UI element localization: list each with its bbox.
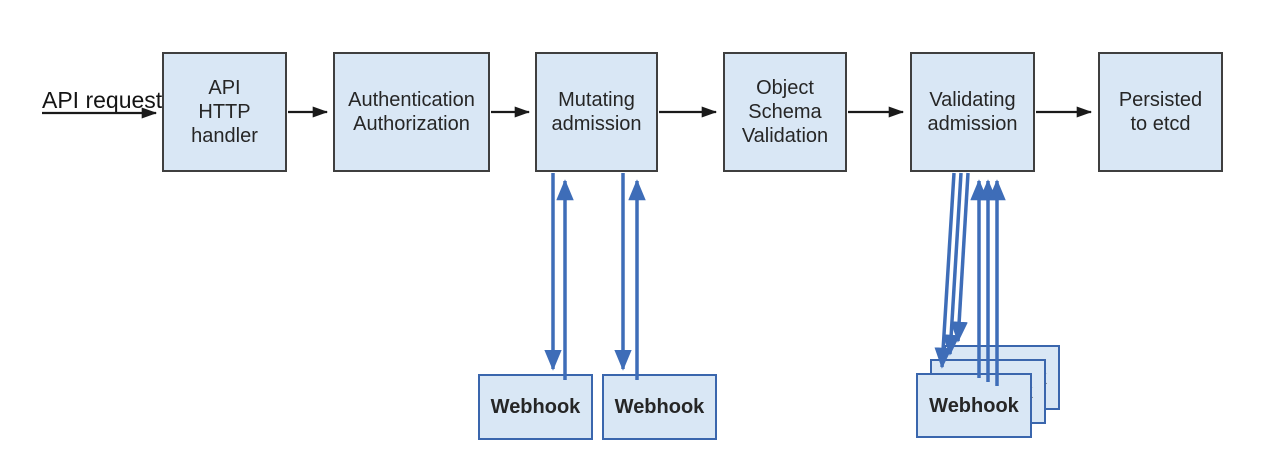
node-label: Validating admission [927,89,1018,135]
validating-webhook3-call-arrow [950,172,970,343]
api-request-label: API request [42,87,163,113]
node-object-schema-validation: Object Schema Validation [723,52,847,172]
node-label: Webhook [490,396,581,418]
node-label: Object Schema Validation [741,77,829,147]
node-label: Persisted to etcd [1118,89,1203,135]
node-label: Webhook [614,396,705,418]
node-mutating-admission: Mutating admission [535,52,658,172]
node-authentication-authorization: Authentication Authorization [333,52,490,172]
node-persisted-to-etcd: Persisted to etcd [1098,52,1223,172]
validating-webhook2-call-arrow [942,172,963,356]
node-api-http-handler: API HTTP handler [162,52,287,172]
node-mutating-webhook-1: Webhook [478,374,593,440]
node-label: Authentication Authorization [348,89,475,135]
node-label: API HTTP handler [191,77,258,147]
validating-webhook1-call-arrow [934,172,956,369]
node-label: Mutating admission [551,89,642,135]
node-mutating-webhook-2: Webhook [602,374,717,440]
node-validating-webhook-1: Webhook [916,373,1032,438]
node-validating-admission: Validating admission [910,52,1035,172]
node-label: Webhook [929,394,1019,417]
